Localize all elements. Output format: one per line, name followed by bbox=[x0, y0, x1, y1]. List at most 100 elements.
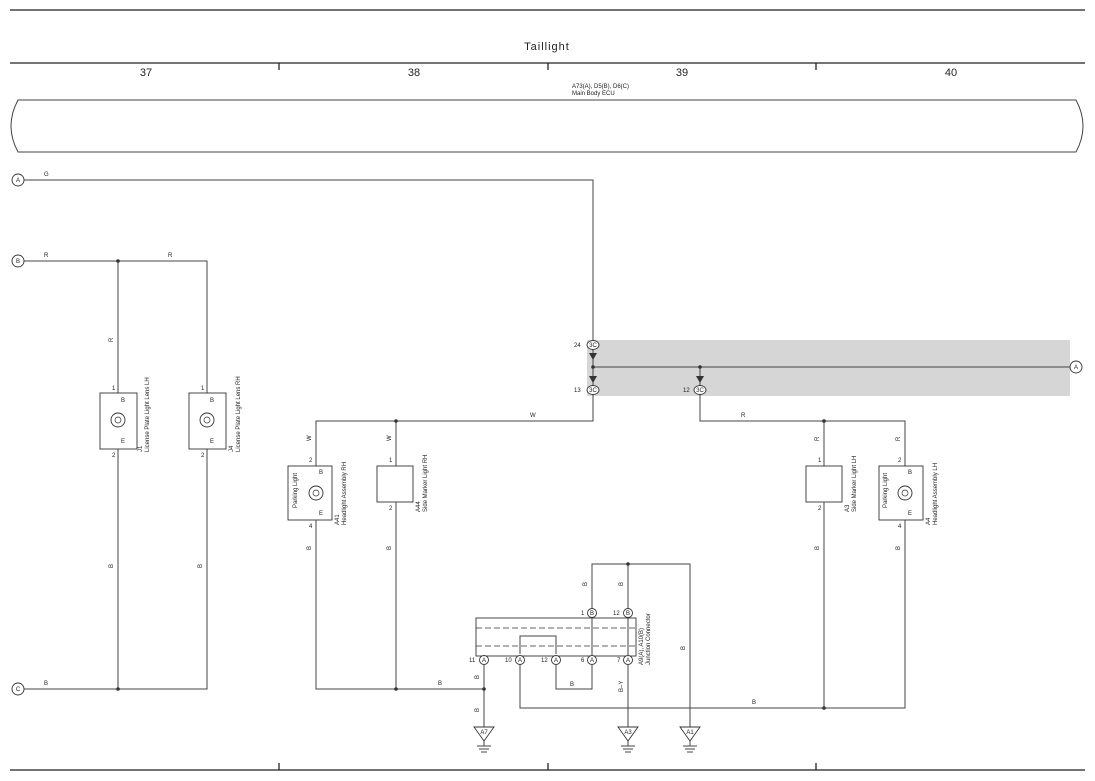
pin-number: 2 bbox=[898, 458, 902, 464]
wire-color-label: B bbox=[44, 681, 48, 687]
side-marker-light-lh: 1 2 A3 Side Marker Light LH bbox=[805, 456, 858, 512]
ground-a1: A1 bbox=[679, 726, 701, 753]
bulb-icon bbox=[110, 412, 126, 428]
wire-color-label: B bbox=[198, 564, 204, 568]
pin-number: 12 bbox=[683, 388, 690, 394]
pin-marker bbox=[623, 608, 633, 618]
ground-a3: A3 bbox=[617, 726, 639, 753]
connector-code: A bbox=[626, 658, 630, 664]
wire-color-label: B bbox=[815, 546, 821, 550]
wire-color-label: W bbox=[387, 435, 393, 441]
wire-color-label: B bbox=[619, 582, 625, 586]
ground-symbol-icon bbox=[617, 726, 639, 742]
wire-r-lpl bbox=[24, 260, 208, 393]
wire-b-loop bbox=[555, 664, 593, 690]
connector-code: 3C bbox=[589, 388, 597, 394]
terminal-c[interactable]: C bbox=[11, 682, 25, 696]
junction-pin-6a: 6 A bbox=[581, 655, 597, 665]
arrow-icon bbox=[589, 353, 597, 360]
arrow-icon bbox=[696, 376, 704, 383]
ground-a7: A7 bbox=[473, 726, 495, 753]
junction-internal-link bbox=[519, 635, 557, 654]
pin-number: 7 bbox=[617, 658, 621, 664]
wire-b-a41 bbox=[315, 520, 484, 690]
ground-symbol-icon bbox=[679, 726, 701, 742]
ecu-connector-shaded-area bbox=[587, 340, 1070, 396]
component-code: A44 bbox=[416, 501, 422, 512]
component-name: License Plate Light Lens RH bbox=[236, 376, 242, 452]
terminal-a[interactable]: A bbox=[11, 173, 25, 187]
wire-color-label: B bbox=[475, 675, 481, 679]
junction-codes: A9(A), A10(B) bbox=[639, 628, 645, 665]
terminal-a-right[interactable]: A bbox=[1069, 360, 1083, 374]
pin-number: 1 bbox=[581, 611, 585, 617]
column-number-39: 39 bbox=[676, 67, 688, 79]
wire-color-label: W bbox=[530, 413, 536, 419]
ecu-pin-12: 12 3C bbox=[683, 385, 707, 395]
component-name: Side Marker Light LH bbox=[852, 456, 858, 512]
pin-number: 6 bbox=[581, 658, 585, 664]
junction-pin-1b: 1 B bbox=[581, 608, 597, 618]
wire-color-label: B bbox=[475, 708, 481, 712]
splice-point bbox=[482, 687, 486, 691]
wire-color-label: B bbox=[896, 546, 902, 550]
terminal-c-label: C bbox=[16, 687, 21, 693]
terminal-b[interactable]: B bbox=[11, 254, 25, 268]
ground-code: A1 bbox=[686, 730, 694, 736]
junction-pin-12a: 12 A bbox=[541, 655, 561, 665]
wire-color-label: R bbox=[109, 337, 115, 342]
wire-b-a4 bbox=[519, 520, 906, 709]
wire-b-jct-a1 bbox=[591, 563, 691, 727]
pin-number: 2 bbox=[309, 458, 313, 464]
pin-marker bbox=[586, 385, 600, 395]
terminal-letter: B bbox=[319, 470, 323, 476]
component-code: A4 bbox=[926, 517, 932, 525]
pin-number: 12 bbox=[613, 611, 620, 617]
junction-pin-12b: 12 B bbox=[613, 608, 633, 618]
headlight-assembly-lh: 2 4 B E Parking Light A4 Headlight Assem… bbox=[878, 458, 939, 530]
main-body-ecu: A73(A), D5(B), D6(C) Main Body ECU bbox=[10, 84, 1084, 153]
wire-color-label: B bbox=[387, 546, 393, 550]
terminal-letter: E bbox=[121, 439, 125, 445]
connector-code: A bbox=[482, 658, 486, 664]
wire-color-label: G bbox=[44, 172, 49, 178]
ecu-codes: A73(A), D5(B), D6(C) bbox=[572, 84, 629, 90]
wire-color-label: B bbox=[752, 700, 756, 706]
component-name: License Plate Light Lens LH bbox=[145, 377, 151, 452]
pin-number: 13 bbox=[574, 388, 581, 394]
component-name: Side Marker Light RH bbox=[423, 455, 429, 512]
column-number-40: 40 bbox=[945, 67, 957, 79]
pin-number: 24 bbox=[574, 343, 581, 349]
component-code: J1 bbox=[138, 445, 144, 452]
column-number-37: 37 bbox=[140, 67, 152, 79]
terminal-b-label: B bbox=[16, 259, 20, 265]
pin-marker bbox=[587, 608, 597, 618]
ecu-pin-24: 24 3C bbox=[574, 340, 600, 350]
splice-point bbox=[394, 687, 398, 691]
terminal-letter: E bbox=[908, 511, 912, 517]
license-plate-light-rh: 1 2 B E J4 License Plate Light Lens RH bbox=[188, 376, 242, 459]
component-box bbox=[805, 465, 843, 503]
terminal-letter: B bbox=[121, 398, 125, 404]
pin-number: 1 bbox=[389, 458, 393, 464]
bulb-filament-icon bbox=[114, 416, 122, 424]
wire-color-label: B bbox=[583, 582, 589, 586]
connector-code: A bbox=[590, 658, 594, 664]
wire-b-lpl-rh bbox=[24, 449, 208, 690]
splice-point bbox=[116, 259, 120, 263]
headlight-assembly-rh: 2 4 B E Parking Light A41 Headlight Asse… bbox=[287, 458, 348, 530]
terminal-a-label: A bbox=[16, 178, 20, 184]
pin-number: 4 bbox=[898, 524, 902, 530]
pin-number: 2 bbox=[201, 453, 205, 459]
pin-marker bbox=[515, 655, 525, 665]
pin-number: 4 bbox=[309, 524, 313, 530]
wire-r bbox=[699, 395, 906, 466]
terminal-letter: E bbox=[319, 511, 323, 517]
component-name: Headlight Assembly LH bbox=[933, 463, 939, 525]
connector-code: 3C bbox=[696, 388, 704, 394]
splice-point bbox=[822, 706, 826, 710]
ecu-name: Main Body ECU bbox=[572, 91, 615, 97]
wire-color-label: R bbox=[815, 436, 821, 441]
component-box bbox=[376, 465, 414, 503]
pin-number: 1 bbox=[818, 458, 822, 464]
